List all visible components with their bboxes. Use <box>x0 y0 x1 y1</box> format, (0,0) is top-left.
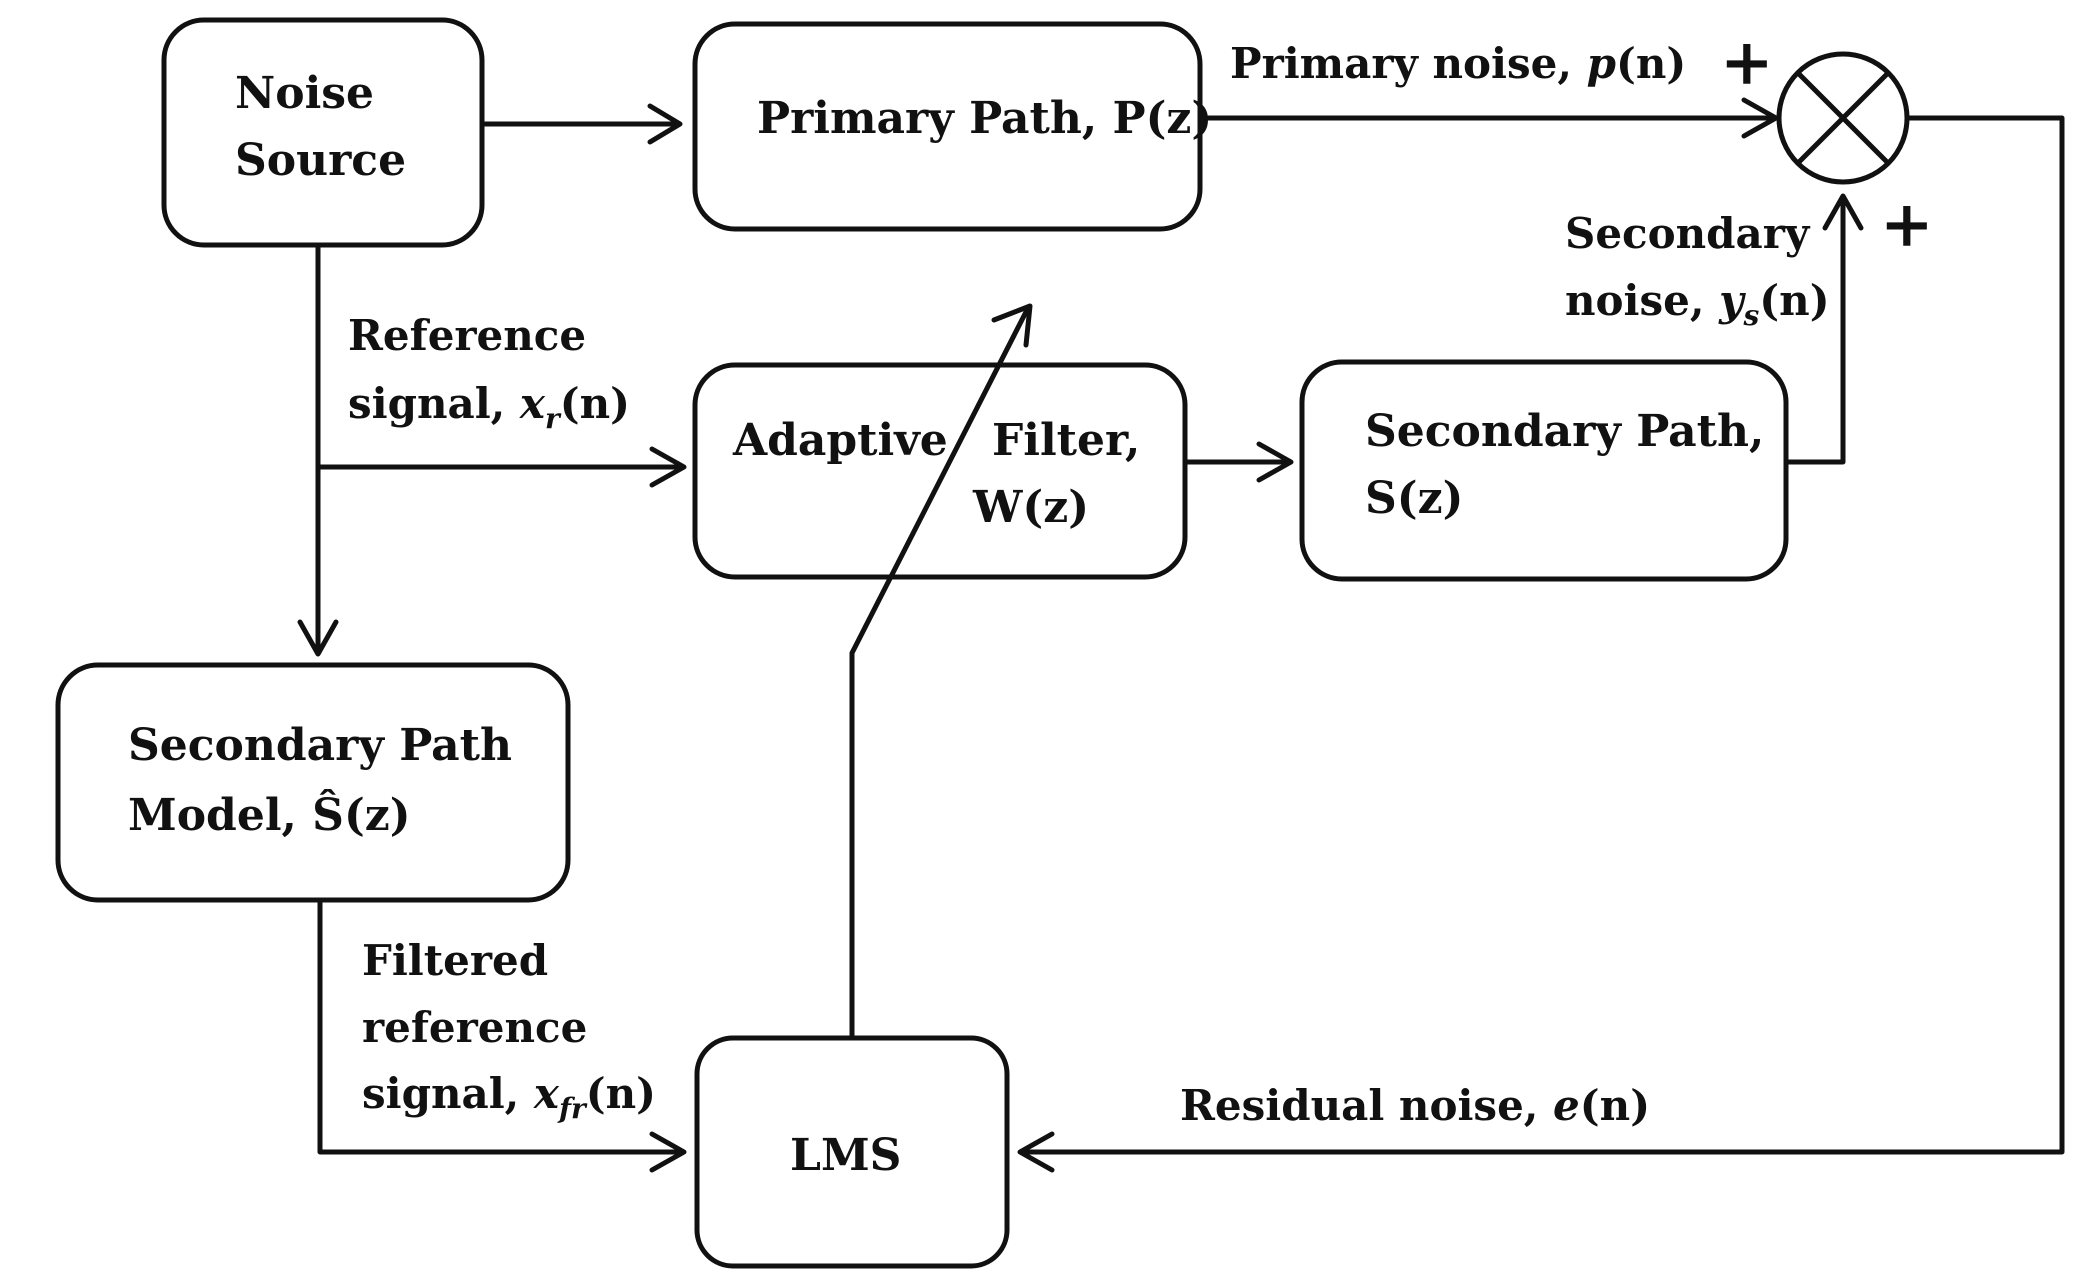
wire-secondary-to-sum <box>1783 193 1864 465</box>
secondary-path-model-block: Secondary Path Model, Ŝ(z) <box>55 662 571 903</box>
filtered-reference-label-line1: Filtered <box>362 936 548 985</box>
noise-source-label-line1: Noise <box>235 68 374 119</box>
adaptive-filter-label-line1: Adaptive <box>732 415 948 466</box>
wire-residual-to-lms <box>1017 115 2065 1173</box>
noise-source-block: Noise Source <box>161 17 485 248</box>
wire-filter-to-secondary <box>1182 441 1294 483</box>
primary-path-label: Primary Path, P(z) <box>757 93 1212 144</box>
noise-source-label-line2: Source <box>235 135 406 186</box>
wire-noise-to-model <box>297 242 339 657</box>
reference-signal-label-line1: Reference <box>348 311 586 360</box>
wire-reference-to-filter <box>315 446 687 488</box>
secondary-path-label-line1: Secondary Path, <box>1365 406 1764 457</box>
secondary-path-label-line2: S(z) <box>1365 473 1463 524</box>
lms-block: LMS <box>694 1035 1010 1269</box>
adaptive-filter-label-line2: Filter, <box>992 415 1140 466</box>
wire-model-to-lms <box>317 897 687 1173</box>
secondary-model-label-line2: Model, Ŝ(z) <box>128 788 411 841</box>
plus-sign-primary: + <box>1720 25 1774 100</box>
adaptive-filter-block: Adaptive Filter, W(z) <box>692 362 1188 580</box>
lms-label: LMS <box>790 1130 901 1181</box>
residual-noise-label: Residual noise, e(n) <box>1180 1081 1650 1130</box>
filtered-reference-label-line2: reference <box>362 1003 587 1052</box>
secondary-noise-label-line2: noise, ys(n) <box>1565 276 1830 332</box>
primary-noise-label: Primary noise, p(n) <box>1230 39 1686 88</box>
reference-signal-label-line2: signal, xr(n) <box>348 379 630 435</box>
secondary-noise-label-line1: Secondary <box>1565 209 1811 258</box>
secondary-model-label-line1: Secondary Path <box>128 720 512 771</box>
filtered-reference-label-line3: signal, xfr(n) <box>362 1069 656 1125</box>
wire-lms-adaptation <box>849 303 1033 1041</box>
secondary-path-block: Secondary Path, S(z) <box>1299 359 1789 582</box>
plus-sign-secondary: + <box>1880 187 1934 262</box>
wire-primary-to-sum <box>1197 97 1779 139</box>
summing-junction <box>1776 51 1910 185</box>
adaptive-filter-label-line3: W(z) <box>972 482 1089 533</box>
wire-noise-to-primary <box>479 103 683 145</box>
primary-path-block: Primary Path, P(z) <box>692 21 1212 232</box>
